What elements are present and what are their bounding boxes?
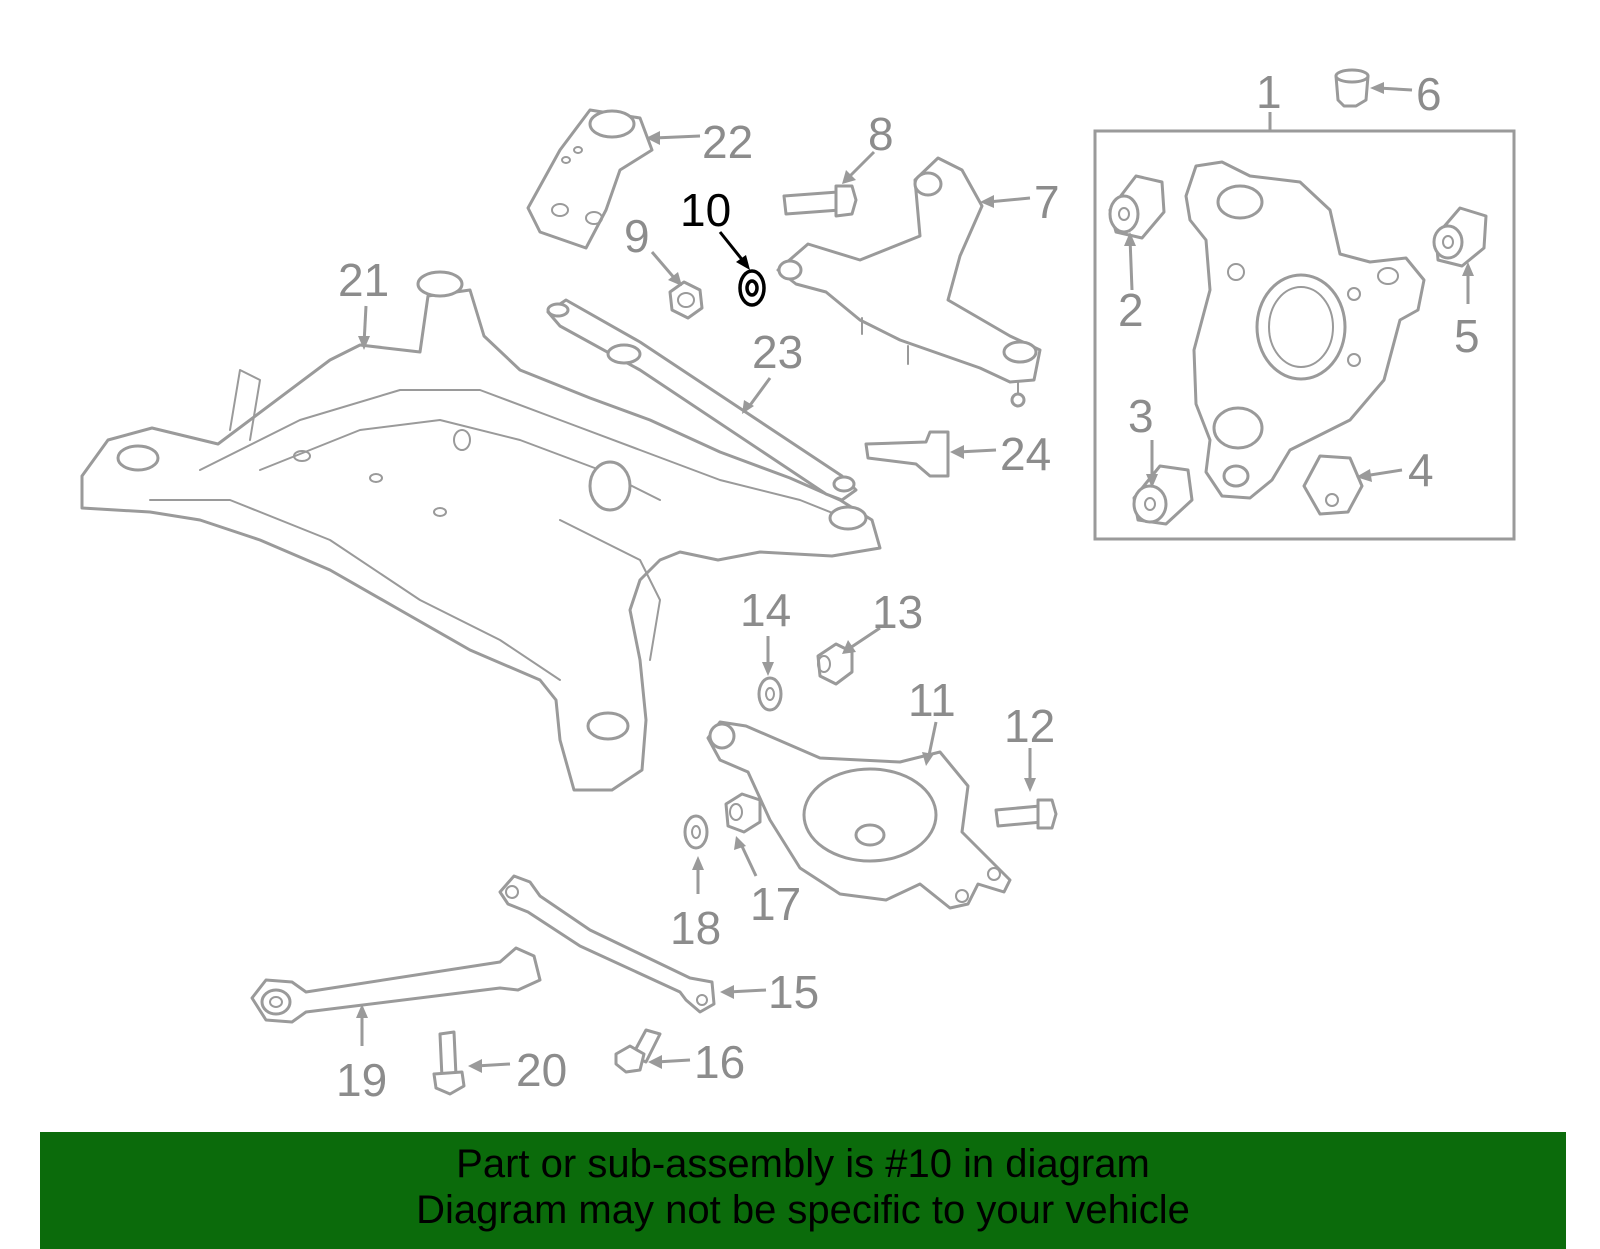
callout-20: 20 (516, 1044, 567, 1096)
nut-13 (816, 642, 854, 686)
callout-19: 19 (336, 1054, 387, 1106)
bushing-5 (1432, 206, 1488, 268)
bushing-4 (1302, 454, 1364, 516)
callout-12: 12 (1004, 700, 1055, 752)
rear-subframe (80, 270, 882, 792)
banner-disclaimer: Diagram may not be specific to your vehi… (416, 1188, 1190, 1232)
nut-9 (668, 280, 704, 320)
leader-lines (356, 82, 1474, 1073)
callout-8: 8 (868, 108, 894, 160)
callout-16: 16 (694, 1036, 745, 1088)
bolt-20 (432, 1030, 466, 1096)
toe-link (498, 874, 716, 1014)
washer-18 (683, 814, 709, 850)
callout-13: 13 (872, 586, 923, 638)
callout-11: 11 (908, 674, 956, 726)
callout-23: 23 (752, 326, 803, 378)
bolt-12 (994, 798, 1058, 830)
callout-14: 14 (740, 584, 791, 636)
washer-14 (757, 676, 783, 712)
bushing-6 (1334, 68, 1370, 108)
callout-6: 6 (1416, 68, 1442, 120)
callout-7: 7 (1034, 176, 1060, 228)
lower-control-arm (706, 720, 1012, 910)
callout-21: 21 (338, 254, 389, 306)
callout-15: 15 (768, 966, 819, 1018)
mount-bracket (526, 108, 654, 250)
callout-3: 3 (1128, 390, 1154, 442)
washer-10 (738, 269, 766, 307)
callout-17: 17 (750, 878, 801, 930)
banner-part-note: Part or sub-assembly is #10 in diagram (456, 1142, 1150, 1186)
info-banner: Part or sub-assembly is #10 in diagram D… (40, 1132, 1566, 1249)
callout-4: 4 (1408, 444, 1434, 496)
trailing-link (250, 946, 542, 1024)
bolt-16 (614, 1028, 662, 1074)
callout-9: 9 (624, 210, 650, 262)
callout-22: 22 (702, 116, 753, 168)
callout-24: 24 (1000, 428, 1051, 480)
bolt-8 (782, 184, 858, 218)
small-bracket (864, 430, 950, 478)
callout-5: 5 (1454, 310, 1480, 362)
nut-17 (724, 792, 762, 834)
lateral-link (546, 298, 858, 502)
knuckle-assembly (1093, 129, 1516, 541)
callout-10: 10 (680, 184, 731, 236)
callout-2: 2 (1118, 284, 1144, 336)
bushing-3 (1132, 464, 1194, 526)
bushing-2 (1108, 174, 1166, 240)
callout-1: 1 (1256, 66, 1282, 118)
callout-18: 18 (670, 902, 721, 954)
callout-labels: 1 2 3 4 5 6 7 8 9 10 11 12 13 14 15 16 1… (336, 66, 1480, 1106)
upper-control-arm (776, 156, 1042, 408)
